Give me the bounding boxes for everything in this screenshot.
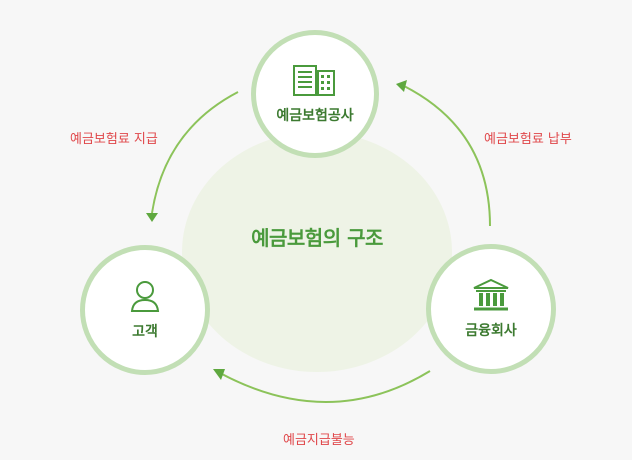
- bank-icon: [471, 278, 511, 312]
- arrow-right-to-top-head: [396, 80, 407, 92]
- node-label: 금융회사: [465, 323, 517, 339]
- arrow-top-to-left: [151, 91, 239, 214]
- arrow-top-to-left-head: [146, 213, 158, 222]
- node-label: 고객: [132, 324, 158, 340]
- node-financial-company: 금융회사: [426, 244, 556, 374]
- person-icon: [128, 279, 162, 313]
- center-background-circle: [182, 132, 452, 372]
- center-title: 예금보험의 구조: [251, 226, 383, 250]
- node-customer: 고객: [80, 245, 210, 375]
- node-label: 예금보험공사: [276, 108, 354, 124]
- edge-label-payment-default: 예금지급불능: [283, 433, 355, 448]
- edge-label-insurance-payment: 예금보험료 지급: [70, 132, 158, 147]
- node-deposit-insurance-corp: 예금보험공사: [251, 30, 379, 158]
- arrow-right-to-top: [403, 85, 491, 227]
- edge-label-premium-payment: 예금보험료 납부: [484, 132, 572, 147]
- building-icon: [292, 63, 338, 97]
- arrow-right-to-left-head: [213, 369, 225, 380]
- arrow-right-to-left: [219, 370, 431, 403]
